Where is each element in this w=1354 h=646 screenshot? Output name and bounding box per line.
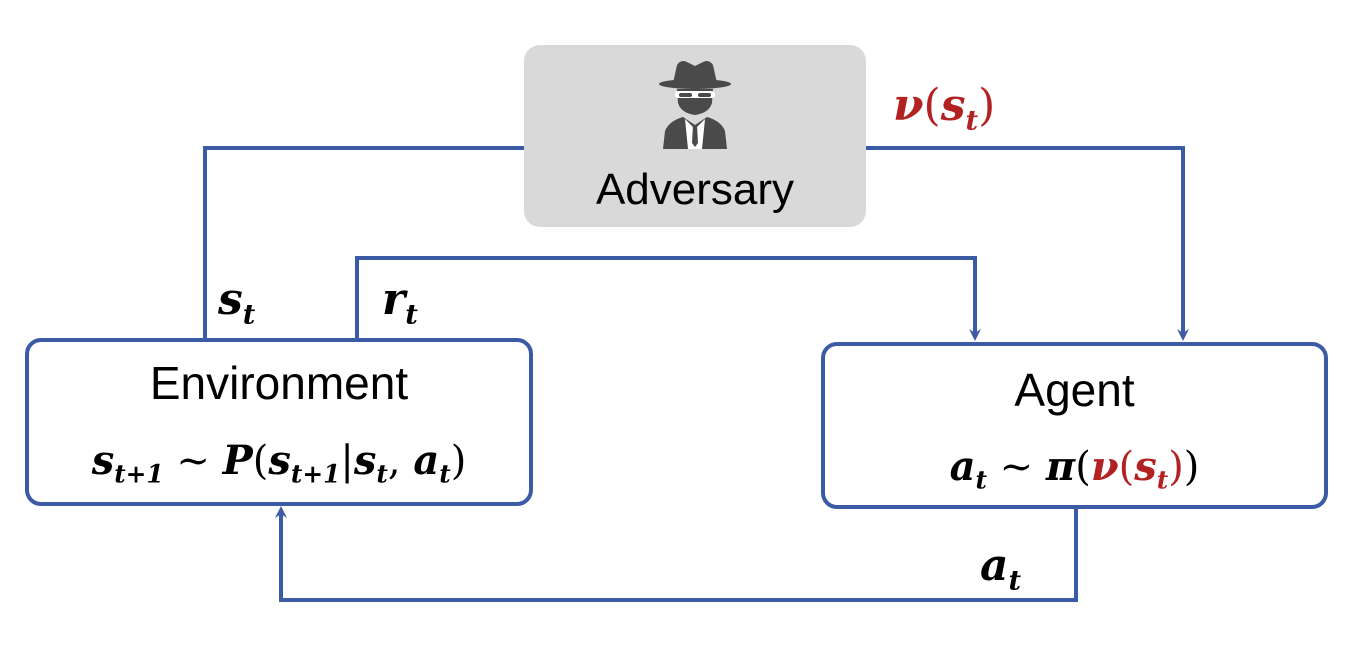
spy-icon	[659, 61, 731, 149]
environment-node: Environment st+1 ~ P(st+1|st, at)	[25, 338, 533, 506]
state-to-adversary-line	[203, 146, 524, 338]
perturbed-state-label: ν(st)	[893, 80, 996, 137]
adversary-label: Adversary	[595, 165, 795, 214]
adversary-node: Adversary	[524, 45, 866, 227]
agent-node: Agent at ~ π(ν(st))	[821, 342, 1328, 509]
state-label: st	[218, 274, 256, 331]
reward-label: rt	[382, 274, 418, 331]
environment-transition-formula: st+1 ~ P(st+1|st, at)	[91, 437, 467, 489]
environment-title: Environment	[149, 357, 409, 409]
reward-to-agent-line	[355, 256, 981, 341]
agent-policy-formula: at ~ π(ν(st))	[949, 443, 1200, 495]
adversary-to-agent-line	[866, 146, 1189, 341]
action-to-environment-line	[275, 506, 1078, 602]
agent-title: Agent	[1014, 364, 1135, 416]
action-label: at	[980, 540, 1022, 597]
